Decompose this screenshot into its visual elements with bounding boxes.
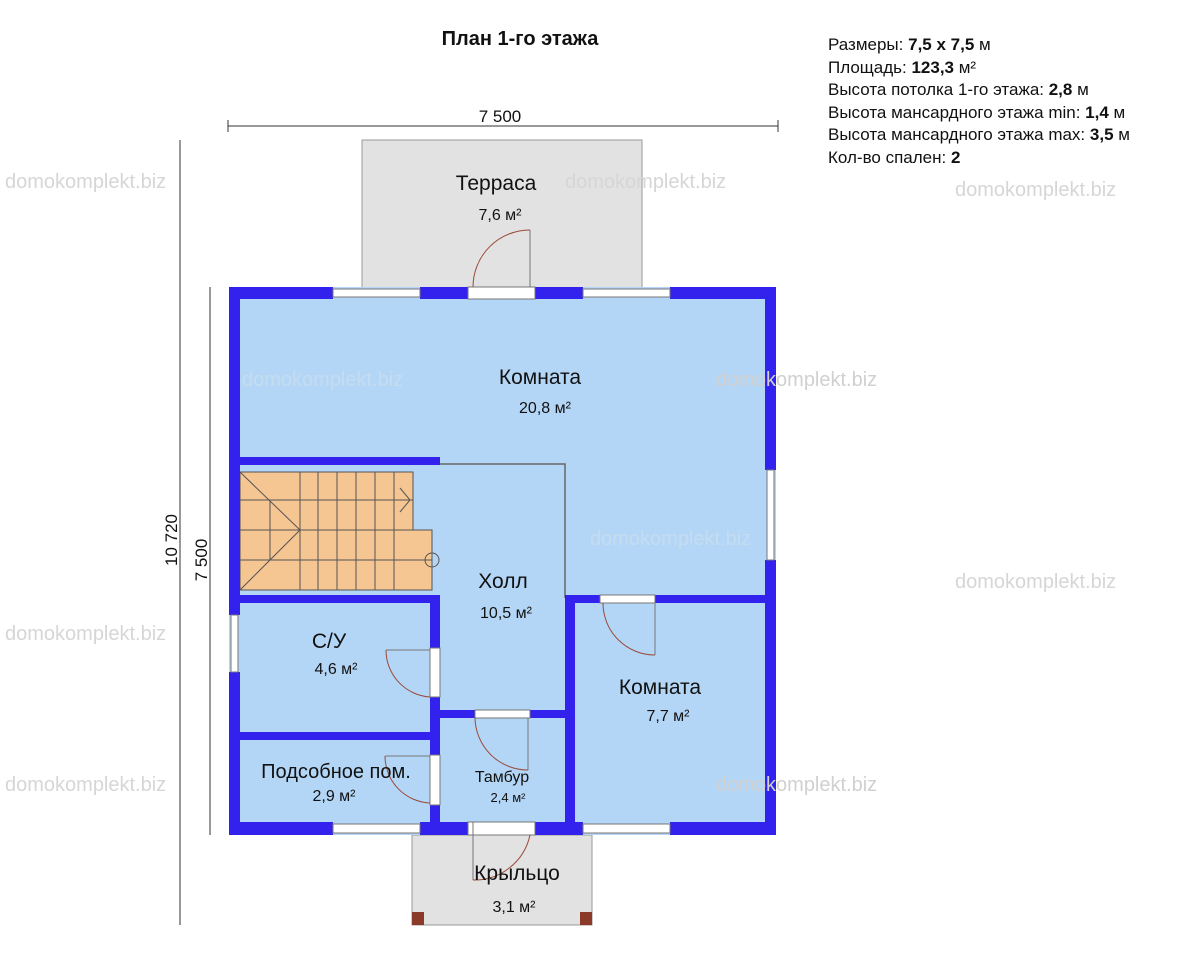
- watermark: domokomplekt.biz: [955, 179, 1116, 201]
- room-labels: Терраса 7,6 м² Комната 20,8 м² Холл 10,5…: [261, 172, 701, 916]
- room-name-vestibule: Тамбур: [475, 769, 529, 786]
- watermark: domokomplekt.biz: [716, 774, 877, 796]
- watermarks: domokomplekt.biz domokomplekt.biz domoko…: [5, 171, 1116, 796]
- watermark: domokomplekt.biz: [565, 171, 726, 193]
- watermark: domokomplekt.biz: [590, 528, 751, 550]
- info-attic-min: Высота мансардного этажа min: 1,4 м: [828, 102, 1126, 122]
- room-name-utility: Подсобное пом.: [261, 761, 411, 783]
- room-name-hall: Холл: [478, 570, 528, 593]
- room-name-porch: Крыльцо: [474, 862, 560, 885]
- room-area-utility: 2,9 м²: [312, 788, 356, 805]
- watermark: domokomplekt.biz: [242, 369, 403, 391]
- porch-post: [412, 912, 424, 925]
- room-name-room-large: Комната: [499, 366, 582, 389]
- staircase: [239, 471, 440, 591]
- dimension-top: [227, 120, 779, 132]
- room-area-porch: 3,1 м²: [492, 899, 536, 916]
- info-bedrooms: Кол-во спален: 2: [828, 147, 961, 167]
- info-attic-max: Высота мансардного этажа max: 3,5 м: [828, 125, 1130, 144]
- watermark: domokomplekt.biz: [955, 571, 1116, 593]
- terrace: [361, 139, 643, 291]
- watermark: domokomplekt.biz: [5, 171, 166, 193]
- info-area: Площадь: 123,3 м²: [828, 57, 977, 77]
- room-name-terrace: Терраса: [456, 172, 537, 195]
- page-title: План 1-го этажа: [441, 28, 599, 50]
- windows: [230, 288, 775, 834]
- dimension-left-inner-label: 7 500: [192, 539, 211, 582]
- info-panel: Размеры: 7,5 х 7,5 м Площадь: 123,3 м² В…: [828, 34, 1130, 169]
- doors: [384, 229, 656, 881]
- hall-boundary: [440, 463, 566, 598]
- info-ceiling: Высота потолка 1-го этажа: 2,8 м: [828, 80, 1089, 99]
- room-area-vestibule: 2,4 м²: [491, 790, 527, 805]
- walls: [229, 287, 776, 835]
- dimension-top-label: 7 500: [479, 107, 522, 126]
- room-area-room-large: 20,8 м²: [519, 400, 572, 417]
- watermark: domokomplekt.biz: [5, 623, 166, 645]
- room-area-room-small: 7,7 м²: [646, 708, 690, 725]
- room-name-bathroom: С/У: [312, 630, 347, 653]
- room-area-bathroom: 4,6 м²: [314, 661, 358, 678]
- watermark: domokomplekt.biz: [716, 369, 877, 391]
- room-area-hall: 10,5 м²: [480, 605, 533, 622]
- room-name-room-small: Комната: [619, 676, 702, 699]
- info-size: Размеры: 7,5 х 7,5 м: [828, 35, 991, 54]
- porch-post: [580, 912, 592, 925]
- dimension-left-outer-label: 10 720: [162, 514, 181, 566]
- room-area-terrace: 7,6 м²: [478, 207, 522, 224]
- watermark: domokomplekt.biz: [5, 774, 166, 796]
- porch: [411, 834, 593, 926]
